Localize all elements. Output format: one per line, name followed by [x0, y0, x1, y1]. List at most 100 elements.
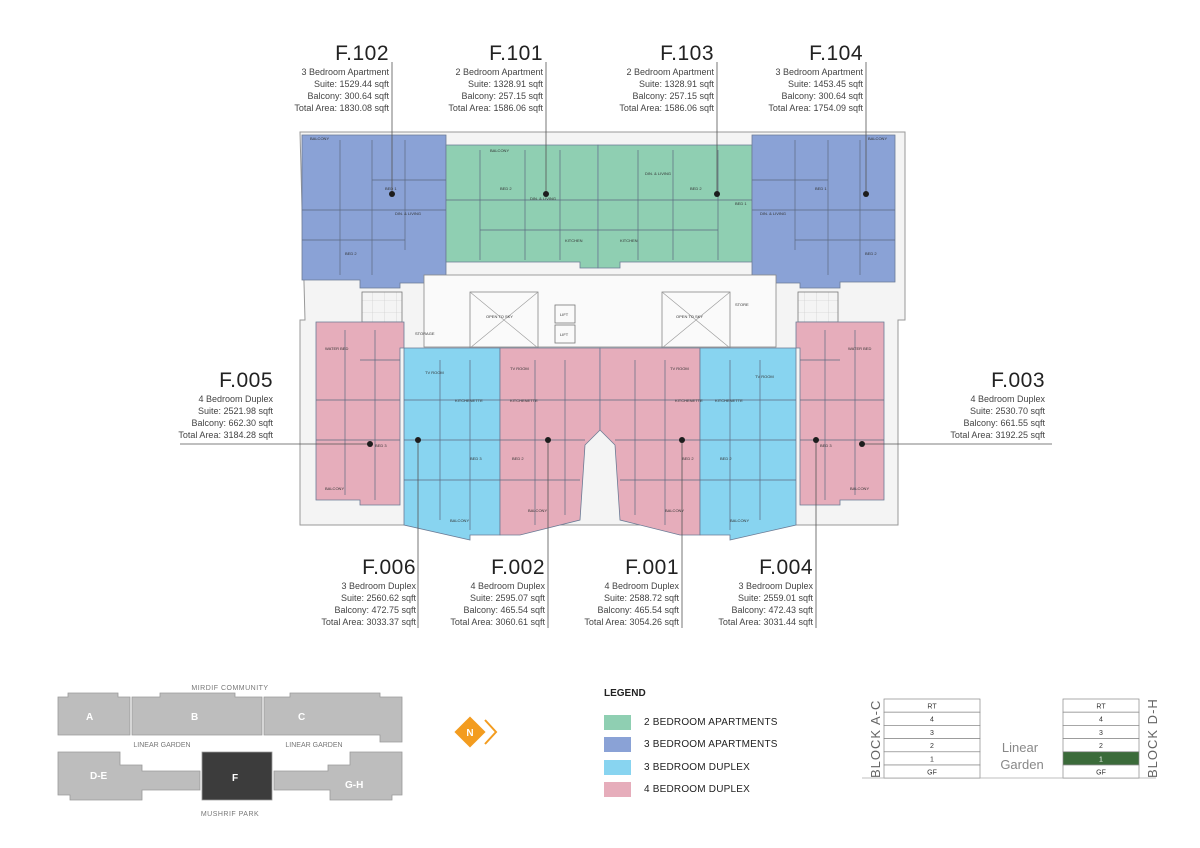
left-floor-label: 1	[930, 756, 934, 763]
unit-area-f003[interactable]	[795, 321, 885, 506]
unit-suite: Suite: 2595.07 sqft	[469, 593, 545, 603]
key-block-de[interactable]	[57, 751, 201, 801]
left-floor-label: RT	[927, 704, 937, 711]
key-block-f[interactable]	[201, 751, 273, 801]
unit-label-f006[interactable]: F.006 3 Bedroom Duplex Suite: 2560.62 sq…	[286, 556, 416, 628]
right-floor-label: 4	[1099, 717, 1103, 724]
unit-label-f001[interactable]: F.001 4 Bedroom Duplex Suite: 2588.72 sq…	[549, 556, 679, 628]
unit-balcony: Balcony: 472.75 sqft	[334, 605, 416, 615]
legend-item-2bed-apartments[interactable]: 2 BEDROOM APARTMENTS	[604, 711, 778, 734]
leader-dot	[415, 437, 421, 443]
unit-label-f101[interactable]: F.101 2 Bedroom Apartment Suite: 1328.91…	[413, 42, 543, 114]
left-floor-label: GF	[927, 770, 937, 777]
garden-label-line2: Garden	[1000, 757, 1043, 772]
unit-suite: Suite: 2560.62 sqft	[340, 593, 416, 603]
room-label: BALCONY	[665, 508, 684, 513]
room-label: BALCONY	[730, 518, 749, 523]
key-block-b[interactable]	[131, 692, 263, 736]
unit-label-f003[interactable]: F.003 4 Bedroom Duplex Suite: 2530.70 sq…	[917, 369, 1045, 441]
leader-dot	[859, 441, 865, 447]
unit-label-f004[interactable]: F.004 3 Bedroom Duplex Suite: 2559.01 sq…	[683, 556, 813, 628]
unit-type: 3 Bedroom Duplex	[738, 581, 813, 591]
key-block-c[interactable]	[263, 692, 403, 743]
legend-label: 4 BEDROOM DUPLEX	[644, 784, 751, 796]
unit-code: F.006	[362, 556, 416, 579]
core-area	[423, 274, 777, 348]
unit-area-f103[interactable]	[597, 144, 753, 269]
unit-balcony: Balcony: 300.64 sqft	[781, 91, 863, 101]
unit-area-f005[interactable]	[315, 321, 405, 506]
leader-dot	[389, 191, 395, 197]
room-label: BED 3	[820, 443, 832, 448]
leader-dot	[813, 437, 819, 443]
room-label: WATER BED	[848, 346, 871, 351]
room-label: LIFT	[560, 312, 569, 317]
leader-dot	[367, 441, 373, 447]
room-label: KITCHENETTE	[715, 398, 743, 403]
right-floor-label: 1	[1099, 756, 1103, 763]
unit-total: Total Area: 3184.28 sqft	[178, 430, 273, 440]
unit-suite: Suite: 1328.91 sqft	[638, 79, 714, 89]
legend-label: 2 BEDROOM APARTMENTS	[644, 716, 778, 728]
unit-type: 4 Bedroom Duplex	[198, 394, 273, 404]
unit-total: Total Area: 3054.26 sqft	[584, 617, 679, 627]
room-label: BALCONY	[528, 508, 547, 513]
unit-balcony: Balcony: 257.15 sqft	[461, 91, 543, 101]
room-label: BED 2	[512, 456, 524, 461]
unit-balcony: Balcony: 257.15 sqft	[632, 91, 714, 101]
stair-right	[797, 291, 839, 323]
unit-type: 2 Bedroom Apartment	[626, 67, 714, 77]
key-label-garden-right: LINEAR GARDEN	[285, 742, 342, 749]
unit-area-f101[interactable]	[445, 144, 599, 269]
room-label: BED 1	[735, 201, 747, 206]
room-label: OPEN TO SKY	[486, 314, 513, 319]
unit-area-f004[interactable]	[699, 347, 797, 541]
unit-label-f102[interactable]: F.102 3 Bedroom Apartment Suite: 1529.44…	[260, 42, 389, 114]
room-label: TV ROOM	[755, 374, 774, 379]
unit-label-f103[interactable]: F.103 2 Bedroom Apartment Suite: 1328.91…	[584, 42, 714, 114]
room-label: TV ROOM	[670, 366, 689, 371]
unit-code: F.102	[335, 42, 389, 65]
leader-lines	[180, 62, 1052, 628]
unit-total: Total Area: 3192.25 sqft	[950, 430, 1045, 440]
unit-label-f005[interactable]: F.005 4 Bedroom Duplex Suite: 2521.98 sq…	[145, 369, 273, 441]
room-label: BALCONY	[325, 486, 344, 491]
room-label: KITCHENETTE	[510, 398, 538, 403]
unit-type: 4 Bedroom Duplex	[970, 394, 1045, 404]
legend-item-4bed-duplex[interactable]: 4 BEDROOM DUPLEX	[604, 779, 778, 802]
leader-dot	[545, 437, 551, 443]
left-floor-label: 3	[930, 730, 934, 737]
unit-code: F.003	[991, 369, 1045, 392]
legend-item-3bed-apartments[interactable]: 3 BEDROOM APARTMENTS	[604, 734, 778, 757]
key-block-gh[interactable]	[273, 751, 403, 801]
legend-swatch	[604, 714, 631, 730]
room-label: BED 3	[375, 443, 387, 448]
unit-code: F.001	[625, 556, 679, 579]
block-ac-label: BLOCK A-C	[868, 700, 883, 778]
room-label: BED 2	[720, 456, 732, 461]
stair-left	[361, 291, 403, 323]
room-label: OPEN TO SKY	[676, 314, 703, 319]
unit-code: F.104	[809, 42, 863, 65]
unit-balcony: Balcony: 465.54 sqft	[597, 605, 679, 615]
unit-total: Total Area: 3060.61 sqft	[450, 617, 545, 627]
leader-dots	[367, 191, 869, 447]
unit-code: F.103	[660, 42, 714, 65]
room-label: DIN. & LIVING	[395, 211, 421, 216]
key-block-f-label: F	[232, 773, 238, 784]
unit-balcony: Balcony: 465.54 sqft	[463, 605, 545, 615]
leader-dot	[679, 437, 685, 443]
key-block-a[interactable]	[57, 692, 131, 736]
unit-type: 3 Bedroom Duplex	[341, 581, 416, 591]
unit-type: 3 Bedroom Apartment	[775, 67, 863, 77]
room-label: DIN. & LIVING	[645, 171, 671, 176]
legend-item-3bed-duplex[interactable]: 3 BEDROOM DUPLEX	[604, 756, 778, 779]
room-label: BALCONY	[450, 518, 469, 523]
unit-label-f104[interactable]: F.104 3 Bedroom Apartment Suite: 1453.45…	[733, 42, 863, 114]
room-label: KITCHENETTE	[455, 398, 483, 403]
room-label: BALCONY	[310, 136, 329, 141]
unit-label-f002[interactable]: F.002 4 Bedroom Duplex Suite: 2595.07 sq…	[415, 556, 545, 628]
room-label: STORE	[735, 302, 749, 307]
unit-area-f102[interactable]	[301, 134, 447, 289]
room-label: TV ROOM	[425, 370, 444, 375]
